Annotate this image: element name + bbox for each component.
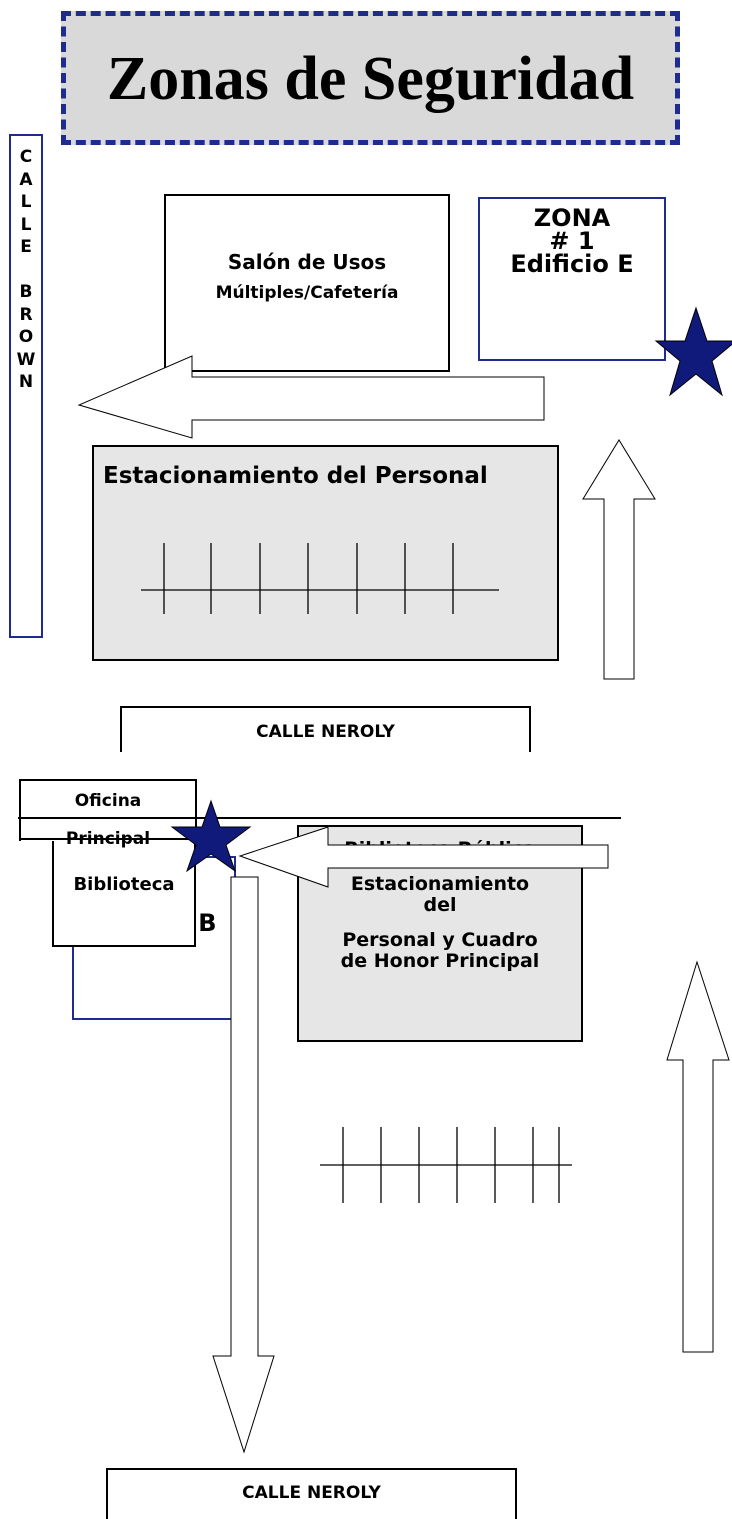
star-icon	[170, 799, 252, 873]
zone1-number: # 1	[549, 227, 595, 255]
honor-roll-line1: Personal y Cuadro	[342, 929, 538, 951]
street-letter: R	[19, 304, 33, 325]
street-neroly-2: CALLE NEROLY	[106, 1468, 517, 1519]
multipurpose-room: Salón de Usos Múltiples/Cafetería	[164, 194, 450, 372]
up-arrow-zone2	[666, 960, 730, 1353]
parking-label-line1: Estacionamiento	[350, 873, 530, 895]
office-label-line2: Principal	[65, 829, 151, 849]
page-title: Zonas de Seguridad	[106, 44, 635, 113]
office-label-line1: Oficina	[74, 791, 142, 811]
street-neroly-label-2: CALLE NEROLY	[242, 1483, 381, 1503]
calle-brown-street: C A L L E B R O W N	[9, 134, 43, 638]
up-arrow-zone1	[582, 439, 656, 680]
title-banner: Zonas de Seguridad	[61, 11, 680, 145]
street-neroly-label-1: CALLE NEROLY	[256, 722, 395, 742]
multipurpose-label-line1: Salón de Usos	[227, 250, 387, 274]
staff-parking-lot: Estacionamiento del Personal	[92, 445, 559, 661]
street-letter: W	[16, 349, 36, 370]
honor-roll-line2: de Honor Principal	[340, 950, 540, 972]
street-letter: O	[18, 327, 34, 347]
street-neroly-1: CALLE NEROLY	[120, 706, 531, 752]
left-arrow-zone2	[238, 826, 609, 888]
main-office-box: Oficina Principal	[19, 779, 197, 849]
zone1-building: Edificio E	[510, 250, 634, 278]
multipurpose-label-line2: Múltiples/Cafetería	[215, 283, 399, 303]
parking-label-line2: del	[423, 894, 457, 916]
street-letter: N	[18, 372, 34, 392]
staff-parking-label: Estacionamiento del Personal	[103, 463, 488, 489]
parking-lines-zone1	[141, 543, 499, 614]
star-icon	[654, 306, 732, 397]
library-label: Biblioteca	[73, 874, 175, 895]
zone1-building-e: ZONA # 1 Edificio E	[478, 197, 666, 361]
down-arrow-zone2	[212, 876, 275, 1454]
street-letter: A	[19, 169, 33, 190]
street-letter: L	[20, 214, 32, 235]
street-letter: E	[20, 237, 32, 257]
street-letter: L	[20, 192, 32, 212]
calle-brown-label: C A L L E B R O W N	[11, 146, 41, 394]
library-building: Biblioteca	[52, 838, 196, 947]
left-arrow-zone1	[77, 355, 545, 439]
zone1-label: ZONA	[533, 204, 611, 232]
parking-lines-zone2	[320, 1127, 572, 1203]
street-letter: C	[19, 147, 33, 167]
street-letter: B	[19, 282, 33, 302]
